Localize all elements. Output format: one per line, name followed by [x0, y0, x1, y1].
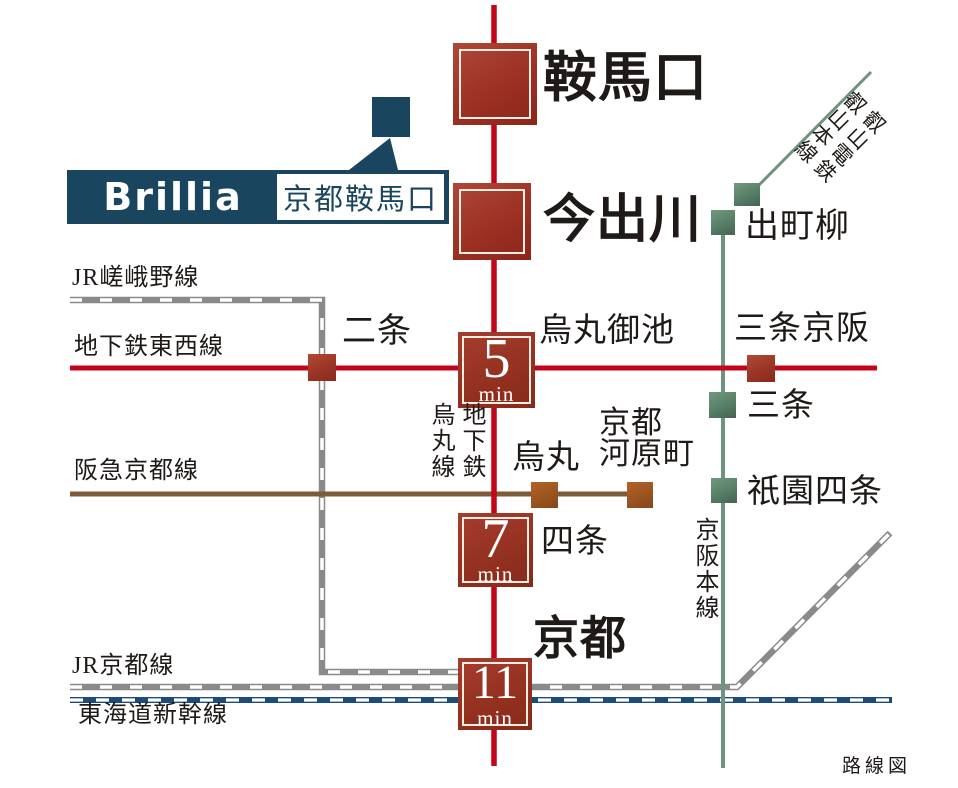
demachiyanagi-eizan-station-marker [734, 183, 760, 206]
kyoto-kawaramachi-line2: 河原町 [599, 436, 695, 471]
travel-time-badge-karasuma-oike: 5 min [458, 328, 535, 408]
kyoto-station-label: 京都 [533, 613, 627, 664]
shinkansen-line-label: 東海道新幹線 [78, 702, 228, 728]
travel-time-badge-kyoto: 11 min [458, 658, 532, 730]
karasuma-line-label-col2: 烏丸線 [427, 402, 453, 480]
demachiyanagi-station-label: 出町柳 [745, 208, 850, 245]
sanjo-station-label: 三条 [747, 388, 815, 424]
kyoto-kawaramachi-station-marker [627, 482, 653, 508]
brand-pointer-triangle-icon [349, 138, 398, 170]
nijo-station-label: 二条 [342, 313, 412, 350]
shijo-station-label: 四条 [541, 524, 609, 560]
brand-banner: Brillia 京都鞍馬口 [67, 170, 449, 224]
gion-shijo-station-marker [711, 478, 737, 503]
gion-shijo-station-label: 祇園四条 [747, 474, 883, 510]
kuramaguchi-station-label: 鞍馬口 [543, 48, 708, 108]
keihan-line-label: 京阪本線 [691, 517, 717, 621]
jr-kyoto-line-label: JR京都線 [72, 653, 175, 679]
karasuma-station-marker [531, 482, 558, 508]
imadegawa-station-square [453, 183, 531, 260]
sanjo-keihan-station-marker [747, 355, 775, 382]
tozai-line-label: 地下鉄東西線 [74, 334, 224, 360]
property-location-marker [372, 97, 410, 137]
property-name: 京都鞍馬口 [277, 174, 444, 220]
travel-time-badge-shijo: 7 min [458, 508, 533, 587]
kyoto-kawaramachi-station-label: 京都 河原町 [599, 407, 695, 469]
karasuma-line-label-col1: 地下鉄 [458, 402, 484, 480]
travel-time-minutes: 7 [481, 508, 510, 570]
map-caption: 路線図 [842, 756, 912, 777]
travel-time-unit: min [477, 562, 514, 586]
brand-logo: Brillia [103, 175, 243, 219]
travel-time-minutes: 11 [471, 656, 519, 709]
karasuma-oike-station-label: 烏丸御池 [539, 313, 675, 349]
travel-time-unit: min [478, 382, 515, 406]
travel-time-unit: min [477, 706, 513, 730]
imadegawa-station-label: 今出川 [543, 192, 703, 249]
hankyu-line-label: 阪急京都線 [74, 458, 199, 484]
karasuma-line-label: 地下鉄 烏丸線 [424, 402, 486, 480]
kuramaguchi-station-square [453, 43, 537, 125]
travel-time-minutes: 5 [482, 328, 511, 390]
karasuma-station-label: 烏丸 [512, 440, 580, 476]
jr-kyoto-line-dashes [70, 531, 892, 689]
nijo-station-marker [308, 354, 336, 381]
sanjo-station-marker [709, 392, 736, 418]
jr-sagano-line-dashes [70, 298, 494, 674]
eizan-line [755, 70, 873, 189]
kyoto-kawaramachi-line1: 京都 [599, 405, 663, 440]
sanjo-keihan-station-label: 三条京阪 [734, 311, 870, 347]
jr-sagano-line-label: JR嵯峨野線 [72, 265, 200, 291]
demachiyanagi-keihan-station-marker [711, 210, 735, 235]
